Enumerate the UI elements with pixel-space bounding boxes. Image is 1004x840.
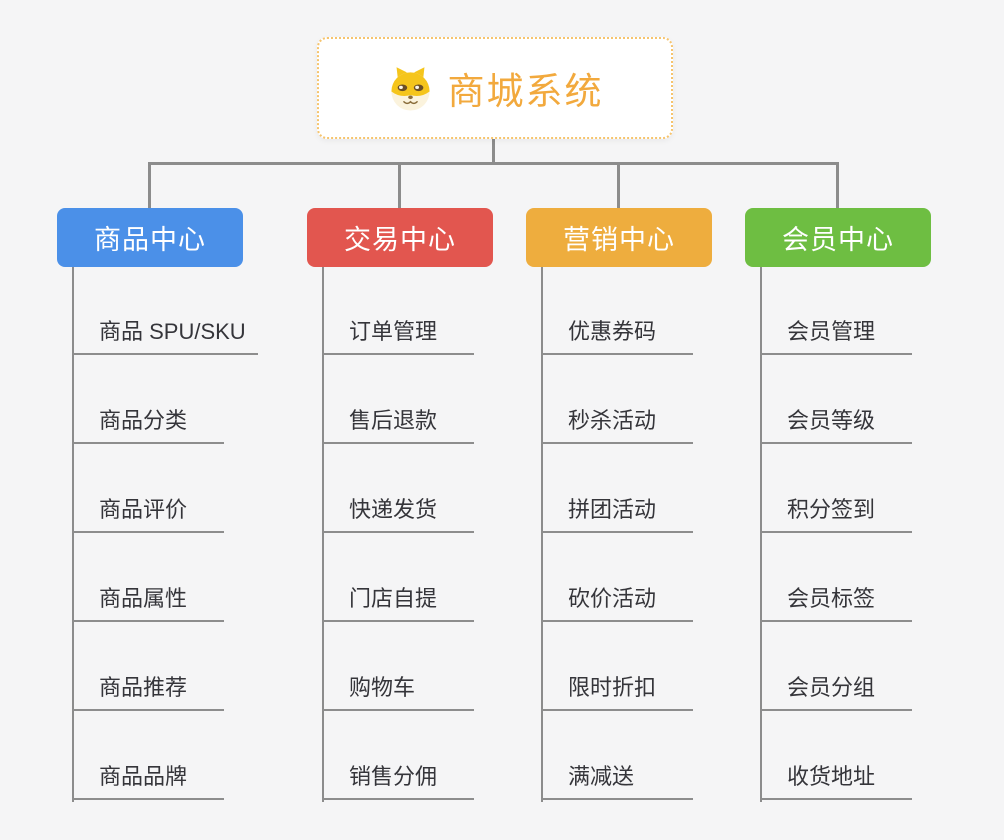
item-member-group[interactable]: 会员分组 [760,667,912,711]
item-shopping-cart[interactable]: 购物车 [322,667,474,711]
branch-member-center[interactable]: 会员中心 [745,208,931,267]
root-node[interactable]: 商城系统 [317,37,673,139]
connector-drop-marketing [617,162,620,210]
connector-drop-member [836,162,839,210]
root-title: 商城系统 [447,71,604,112]
item-group-buy[interactable]: 拼团活动 [541,489,693,533]
branch-product-center[interactable]: 商品中心 [57,208,243,267]
trunk-marketing [541,266,543,802]
item-aftersale-refund[interactable]: 售后退款 [322,400,474,444]
branch-marketing-center[interactable]: 营销中心 [526,208,712,267]
branch-label: 商品中心 [94,225,206,255]
item-bargain-activity[interactable]: 砍价活动 [541,578,693,622]
item-product-review[interactable]: 商品评价 [72,489,224,533]
connector-drop-product [148,162,151,210]
connector-drop-trade [398,162,401,210]
branch-trade-center[interactable]: 交易中心 [307,208,493,267]
item-points-checkin[interactable]: 积分签到 [760,489,912,533]
item-product-recommend[interactable]: 商品推荐 [72,667,224,711]
item-limited-time-discount[interactable]: 限时折扣 [541,667,693,711]
trunk-product [72,266,74,802]
connector-root-stub [492,137,495,165]
item-member-management[interactable]: 会员管理 [760,311,912,355]
item-product-attribute[interactable]: 商品属性 [72,578,224,622]
item-store-pickup[interactable]: 门店自提 [322,578,474,622]
item-member-tag[interactable]: 会员标签 [760,578,912,622]
item-member-level[interactable]: 会员等级 [760,400,912,444]
item-shipping-address[interactable]: 收货地址 [760,756,912,800]
branch-label: 营销中心 [563,225,675,255]
item-order-management[interactable]: 订单管理 [322,311,474,355]
item-full-reduction[interactable]: 满减送 [541,756,693,800]
item-product-brand[interactable]: 商品品牌 [72,756,224,800]
branch-label: 会员中心 [782,225,894,255]
connector-bus [148,162,839,165]
item-product-spu-sku[interactable]: 商品 SPU/SKU [72,311,258,355]
branch-label: 交易中心 [344,225,456,255]
item-flash-sale[interactable]: 秒杀活动 [541,400,693,444]
item-product-category[interactable]: 商品分类 [72,400,224,444]
trunk-trade [322,266,324,802]
dog-face-icon [387,65,434,112]
trunk-member [760,266,762,802]
item-coupon-code[interactable]: 优惠券码 [541,311,693,355]
item-sales-commission[interactable]: 销售分佣 [322,756,474,800]
item-express-delivery[interactable]: 快递发货 [322,489,474,533]
